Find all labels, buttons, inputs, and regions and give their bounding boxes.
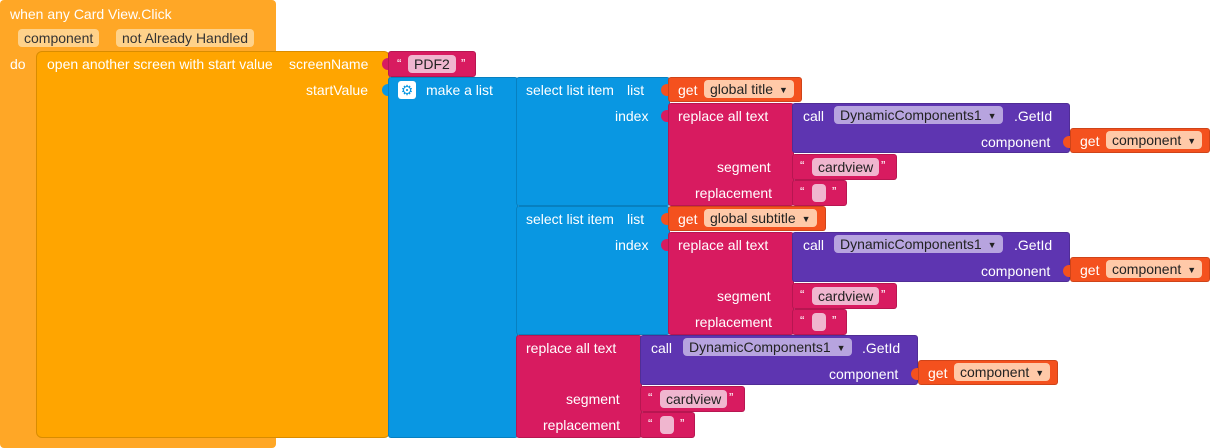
quote-close: ” (832, 313, 837, 328)
start-value-label: startValue (306, 82, 368, 98)
event-header: when any Card View.Click (10, 6, 172, 22)
quote-close: ” (881, 287, 886, 302)
quote-open: “ (800, 313, 805, 328)
replace-all-text-label-2: replace all text (678, 237, 769, 253)
quote-open: “ (800, 158, 805, 173)
call-label-2: call (803, 237, 825, 253)
component-name-3: DynamicComponents1 (689, 339, 831, 355)
replace-all-text-block-3[interactable] (516, 335, 642, 438)
index-label-1: index (615, 108, 649, 124)
method-label-1: .GetId (1014, 108, 1053, 124)
do-label: do (10, 56, 26, 72)
call-label-3: call (651, 340, 673, 356)
select-list-item-block-2[interactable] (516, 206, 670, 335)
list-label-1: list (627, 82, 645, 98)
component-dropdown-3[interactable]: DynamicComponents1 ▼ (683, 338, 852, 356)
get-component-value-2: component (1112, 261, 1182, 277)
get-component-value-1: component (1112, 132, 1182, 148)
quote-open: “ (800, 184, 805, 199)
replacement-label-1: replacement (695, 185, 773, 201)
method-label-2: .GetId (1014, 237, 1053, 253)
select-list-item-label-2: select list item (526, 211, 614, 227)
list-label-2: list (627, 211, 645, 227)
get-component-label-3: get (928, 365, 948, 381)
get-component-label-2: get (1080, 262, 1100, 278)
text-value-pdf2[interactable]: PDF2 (408, 55, 456, 73)
quote-close: ” (832, 184, 837, 199)
replace-all-text-label-1: replace all text (678, 108, 769, 124)
component-name-2: DynamicComponents1 (840, 236, 982, 252)
global-subtitle-dropdown[interactable]: global subtitle ▼ (704, 209, 817, 227)
replacement-label-3: replacement (543, 417, 621, 433)
quote-open: “ (397, 56, 402, 71)
replace-all-text-block-1[interactable] (668, 103, 794, 206)
event-param-component[interactable]: component (18, 29, 100, 47)
text-value-empty-1[interactable] (812, 184, 826, 202)
segment-label-3: segment (566, 391, 620, 407)
get-component-label-1: get (1080, 133, 1100, 149)
component-param-label-1: component (981, 134, 1051, 150)
text-value-cardview-1[interactable]: cardview (812, 158, 880, 176)
index-label-2: index (615, 237, 649, 253)
dropdown-arrow-icon: ▼ (801, 214, 811, 225)
component-dropdown-2[interactable]: DynamicComponents1 ▼ (834, 235, 1003, 253)
open-screen-label: open another screen with start value (47, 56, 273, 72)
list-socket-1 (661, 84, 669, 96)
text-value-cardview-2[interactable]: cardview (812, 287, 880, 305)
dropdown-arrow-icon: ▼ (836, 343, 846, 354)
screen-name-socket (382, 58, 390, 70)
component-param-label-3: component (829, 366, 899, 382)
replacement-label-2: replacement (695, 314, 773, 330)
get-component-value-3: component (960, 364, 1030, 380)
component-socket-2 (1063, 265, 1071, 277)
get-label-2: get (678, 211, 698, 227)
component-name-1: DynamicComponents1 (840, 107, 982, 123)
replace-all-text-label-3: replace all text (526, 340, 617, 356)
method-label-3: .GetId (862, 340, 901, 356)
component-socket-3 (911, 368, 919, 380)
segment-label-2: segment (717, 288, 771, 304)
get-component-dropdown-1[interactable]: component ▼ (1106, 131, 1203, 149)
get-label-1: get (678, 82, 698, 98)
quote-open: “ (648, 416, 653, 431)
component-dropdown-1[interactable]: DynamicComponents1 ▼ (834, 106, 1003, 124)
dropdown-arrow-icon: ▼ (987, 111, 997, 122)
quote-open: “ (800, 287, 805, 302)
make-a-list-label: make a list (426, 82, 493, 98)
quote-close: ” (881, 158, 886, 173)
dropdown-arrow-icon: ▼ (1187, 136, 1197, 147)
list-socket-2 (661, 213, 669, 225)
index-socket-2 (661, 239, 669, 251)
text-value-empty-2[interactable] (812, 313, 826, 331)
quote-close: ” (680, 416, 685, 431)
text-value-cardview-3[interactable]: cardview (660, 390, 728, 408)
open-another-screen-block[interactable] (36, 51, 390, 438)
dropdown-arrow-icon: ▼ (1035, 368, 1045, 379)
screen-name-label: screenName (289, 56, 369, 72)
quote-close: ” (729, 390, 734, 405)
replace-all-text-block-2[interactable] (668, 232, 794, 335)
start-value-socket (382, 84, 390, 96)
dropdown-arrow-icon: ▼ (987, 240, 997, 251)
global-title-dropdown[interactable]: global title ▼ (704, 80, 794, 98)
quote-close: ” (461, 56, 466, 71)
index-socket-1 (661, 110, 669, 122)
call-label-1: call (803, 108, 825, 124)
select-list-item-block-1[interactable] (516, 77, 670, 206)
text-value-empty-3[interactable] (660, 416, 674, 434)
quote-open: “ (648, 390, 653, 405)
make-a-list-block[interactable] (388, 77, 518, 438)
get-component-dropdown-3[interactable]: component ▼ (954, 363, 1051, 381)
dropdown-arrow-icon: ▼ (1187, 265, 1197, 276)
component-param-label-2: component (981, 263, 1051, 279)
global-title-value: global title (710, 81, 774, 97)
select-list-item-label-1: select list item (526, 82, 614, 98)
global-subtitle-value: global subtitle (710, 210, 796, 226)
component-socket-1 (1063, 136, 1071, 148)
dropdown-arrow-icon: ▼ (779, 85, 788, 96)
segment-label-1: segment (717, 159, 771, 175)
gear-icon[interactable]: ⚙ (398, 81, 416, 99)
event-param-not-already-handled[interactable]: not Already Handled (116, 29, 255, 47)
get-component-dropdown-2[interactable]: component ▼ (1106, 260, 1203, 278)
